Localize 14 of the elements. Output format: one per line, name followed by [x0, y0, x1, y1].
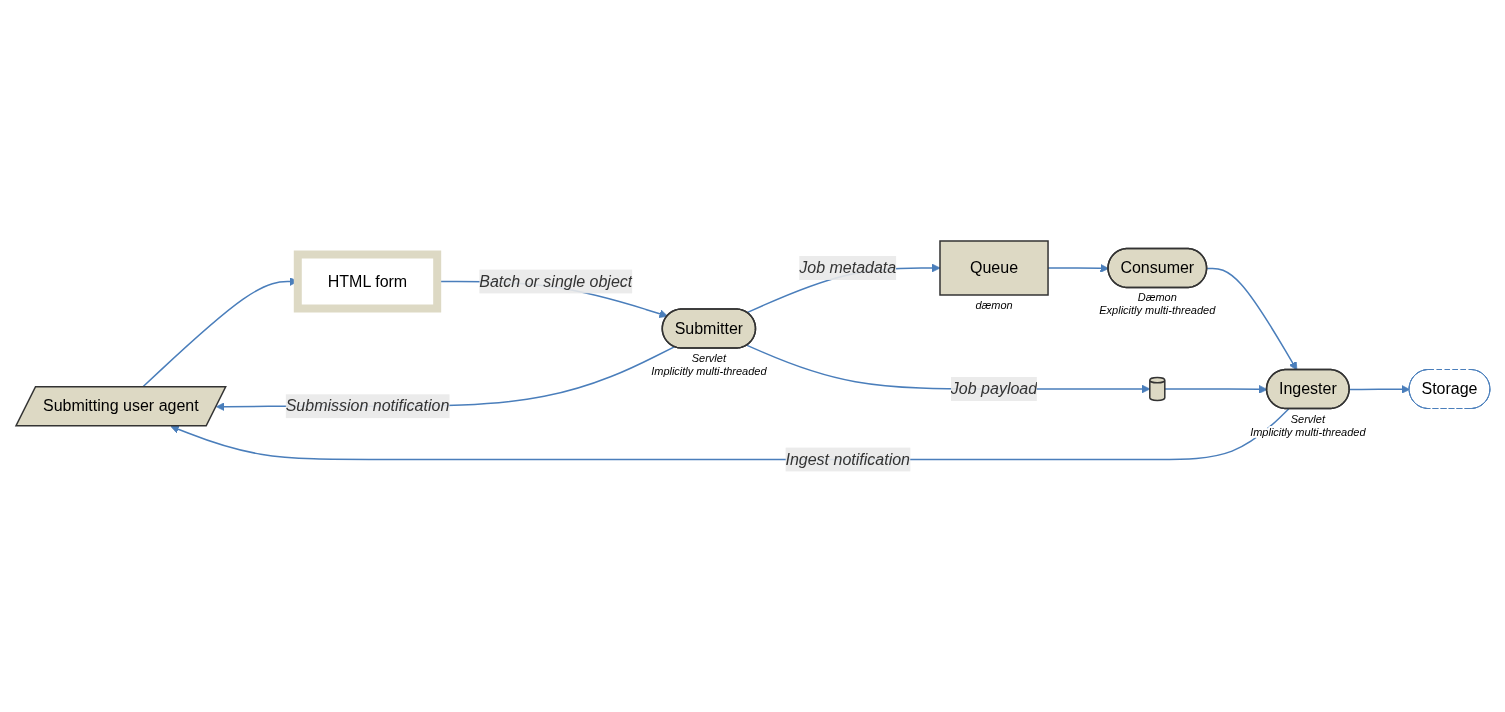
arrow	[1348, 384, 1410, 394]
node-caption: Servlet Implicitly multi-threaded	[650, 351, 767, 377]
edge-label: Job payload	[950, 379, 1037, 397]
node-caption: Dæmon Explicitly multi-threaded	[1098, 291, 1215, 317]
edge-label: Submission notification	[285, 397, 449, 414]
node-box: Queue	[938, 240, 1049, 296]
node-box: HTML form	[293, 250, 441, 313]
node-cylinder	[1148, 376, 1166, 401]
edge-label: Batch or single object	[478, 272, 632, 290]
edge-label: Job metadata	[798, 258, 896, 276]
arrow	[1205, 267, 1297, 371]
node-caption: dæmon	[974, 298, 1013, 311]
arrow	[1163, 384, 1267, 394]
edge-label: Ingest notification	[785, 450, 910, 468]
